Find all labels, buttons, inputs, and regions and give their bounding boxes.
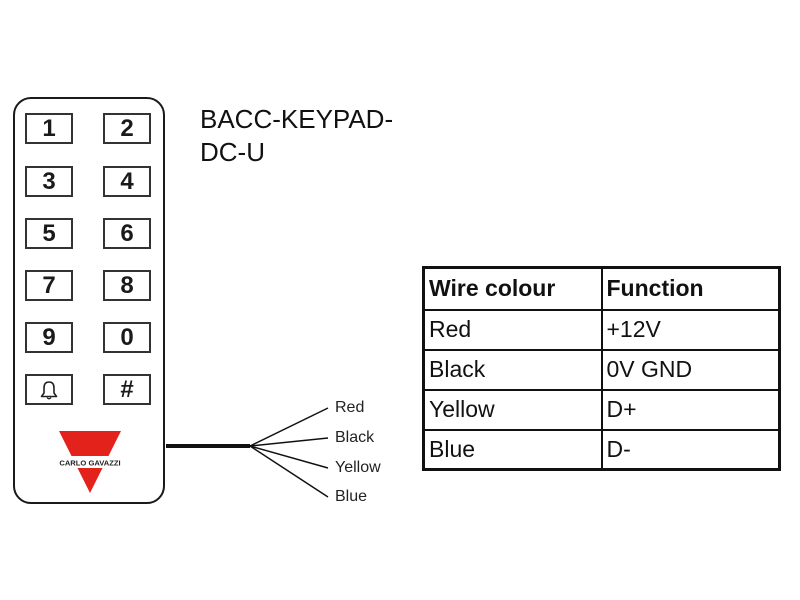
table-row: Red +12V: [422, 308, 781, 351]
key-9[interactable]: 9: [25, 322, 73, 353]
wire-red: [249, 407, 329, 447]
cell-function: +12V: [600, 308, 781, 351]
key-7[interactable]: 7: [25, 270, 73, 301]
key-bell[interactable]: [25, 374, 73, 405]
carlo-gavazzi-logo: CARLO GAVAZZI: [57, 431, 123, 493]
bell-icon: [40, 380, 58, 399]
key-4[interactable]: 4: [103, 166, 151, 197]
table-row: Yellow D+: [422, 388, 781, 431]
keypad-device: 1 2 3 4 5 6 7 8 9 0 # CARLO GAVAZZI: [13, 97, 165, 504]
cell-function: D+: [600, 388, 781, 431]
wire-blue: [249, 445, 329, 498]
header-function: Function: [600, 266, 781, 311]
header-wire-colour: Wire colour: [422, 266, 603, 311]
device-title: BACC-KEYPAD- DC-U: [200, 103, 393, 169]
wire-label-black: Black: [335, 429, 375, 446]
table-row: Black 0V GND: [422, 348, 781, 391]
key-0[interactable]: 0: [103, 322, 151, 353]
table-header-row: Wire colour Function: [422, 266, 781, 311]
cell-function: D-: [600, 428, 781, 471]
wire-yellow: [249, 445, 329, 469]
logo-brand-text: CARLO GAVAZZI: [59, 459, 120, 468]
key-8[interactable]: 8: [103, 270, 151, 301]
cell-wire-colour: Red: [422, 308, 603, 351]
key-2[interactable]: 2: [103, 113, 151, 144]
cell-wire-colour: Blue: [422, 428, 603, 471]
key-hash[interactable]: #: [103, 374, 151, 405]
wire-label-red: Red: [335, 399, 365, 416]
wire-black: [249, 437, 329, 447]
title-line-2: DC-U: [200, 137, 265, 167]
table-row: Blue D-: [422, 428, 781, 471]
cell-function: 0V GND: [600, 348, 781, 391]
cell-wire-colour: Black: [422, 348, 603, 391]
key-5[interactable]: 5: [25, 218, 73, 249]
key-3[interactable]: 3: [25, 166, 73, 197]
wire-function-table: Wire colour Function Red +12V Black 0V G…: [422, 266, 781, 471]
title-line-1: BACC-KEYPAD-: [200, 104, 394, 134]
key-6[interactable]: 6: [103, 218, 151, 249]
cell-wire-colour: Yellow: [422, 388, 603, 431]
wire-label-yellow: Yellow: [335, 459, 381, 476]
key-1[interactable]: 1: [25, 113, 73, 144]
wire-label-blue: Blue: [335, 488, 368, 505]
